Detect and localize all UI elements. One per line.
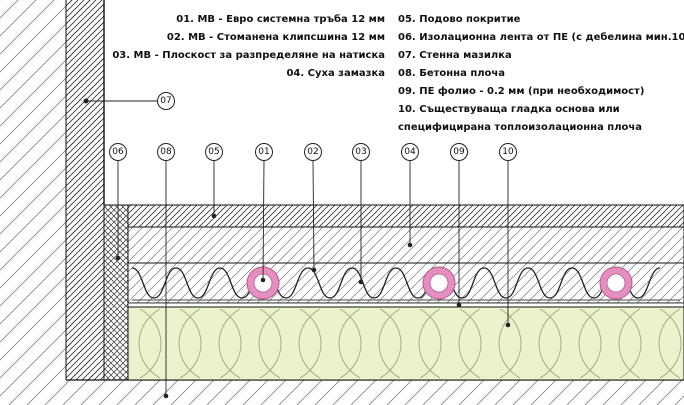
legend-item-08: 08. Бетонна плоча bbox=[398, 68, 505, 79]
callout-label: 02 bbox=[307, 147, 318, 157]
callout-row: 06 08 05 01 02 03 04 09 10 bbox=[109, 143, 517, 399]
insulation-stroke bbox=[139, 308, 162, 379]
insulation-stroke bbox=[338, 308, 361, 379]
insulation-stroke bbox=[339, 308, 362, 379]
callout-07-label: 07 bbox=[160, 96, 171, 106]
insulation-stroke bbox=[618, 308, 641, 379]
insulation-stroke bbox=[378, 308, 401, 379]
wall-plaster bbox=[66, 0, 104, 380]
concrete-slab bbox=[0, 380, 684, 405]
callout-bubble bbox=[352, 143, 370, 161]
legend-item-10-cont: специфицирана топлоизолационна плоча bbox=[398, 121, 642, 133]
insulation-stroke bbox=[619, 308, 642, 379]
callout-label: 01 bbox=[258, 147, 269, 157]
insulation-stroke bbox=[218, 308, 241, 379]
insulation-stroke bbox=[659, 308, 682, 379]
legend-item-07: 07. Стенна мазилка bbox=[398, 50, 512, 61]
floor-covering-layer bbox=[127, 204, 684, 228]
callout-07: 07 bbox=[83, 92, 175, 110]
callout-dot bbox=[260, 277, 266, 283]
callout-bubble bbox=[109, 143, 127, 161]
insulation-stroke bbox=[418, 308, 441, 379]
insulation-stroke bbox=[539, 308, 562, 379]
pe-foil-layer bbox=[127, 302, 684, 308]
callout-label: 09 bbox=[453, 147, 465, 157]
insulation-stroke bbox=[299, 308, 322, 379]
callout-label: 03 bbox=[355, 147, 366, 157]
callout-dot bbox=[407, 242, 413, 248]
insulation-pattern bbox=[138, 308, 682, 379]
edge-insulation-strip bbox=[103, 204, 129, 381]
insulation-stroke bbox=[579, 308, 602, 379]
insulation-stroke bbox=[219, 308, 242, 379]
insulation-stroke bbox=[138, 308, 161, 379]
insulation-stroke bbox=[538, 308, 561, 379]
legend-item-06: 06. Изолационна лента от ПЕ (с дебелина … bbox=[398, 31, 684, 43]
legend-item-01: 01. MB - Евро системна тръба 12 мм bbox=[176, 13, 385, 25]
pipe-3-inner bbox=[606, 273, 626, 293]
callout-leader bbox=[312, 160, 315, 271]
callout-dot bbox=[358, 279, 364, 285]
callout-leader bbox=[262, 160, 265, 281]
callout-label: 08 bbox=[160, 147, 172, 157]
insulation-stroke bbox=[459, 308, 482, 379]
insulation-stroke bbox=[379, 308, 402, 379]
callout-label: 10 bbox=[502, 147, 514, 157]
callout-bubble bbox=[157, 143, 175, 161]
callout-label: 05 bbox=[208, 147, 219, 157]
legend-item-02: 02. MB - Стоманена клипсшина 12 мм bbox=[167, 32, 385, 43]
callout-dot bbox=[311, 267, 317, 273]
callout-label: 06 bbox=[112, 147, 124, 157]
callout-dot bbox=[211, 213, 217, 219]
legend-item-10: 10. Съществуваща гладка основа или bbox=[398, 104, 620, 115]
insulation-stroke bbox=[419, 308, 442, 379]
callout-dot bbox=[456, 302, 462, 308]
insulation-board-layer bbox=[127, 306, 684, 381]
callout-bubble bbox=[205, 143, 223, 161]
insulation-stroke bbox=[259, 308, 282, 379]
callout-dot bbox=[163, 393, 169, 399]
legend-item-03: 03. MB - Плоскост за разпределяне на нат… bbox=[112, 50, 385, 61]
insulation-stroke bbox=[578, 308, 601, 379]
insulation-stroke bbox=[178, 308, 201, 379]
insulation-stroke bbox=[298, 308, 321, 379]
legend-item-09: 09. ПЕ фолио - 0.2 мм (при необходимост) bbox=[398, 85, 644, 97]
callout-dot bbox=[505, 322, 511, 328]
legend-item-04: 04. Суха замазка bbox=[286, 68, 385, 79]
insulation-stroke bbox=[658, 308, 681, 379]
dry-screed-layer bbox=[127, 226, 684, 264]
legend-left: 01. MB - Евро системна тръба 12 мм 02. M… bbox=[112, 13, 385, 79]
pipe-layer bbox=[127, 262, 684, 304]
callout-bubble bbox=[255, 143, 273, 161]
pipe-group bbox=[246, 266, 633, 300]
callout-bubble bbox=[401, 143, 419, 161]
legend-item-05: 05. Подово покритие bbox=[398, 14, 521, 25]
insulation-stroke bbox=[498, 308, 521, 379]
insulation-stroke bbox=[458, 308, 481, 379]
callout-label: 04 bbox=[404, 147, 416, 157]
callout-bubble bbox=[304, 143, 322, 161]
callout-bubble bbox=[499, 143, 517, 161]
callout-bubble bbox=[450, 143, 468, 161]
pressure-plate-profile bbox=[131, 267, 661, 299]
callout-dot bbox=[115, 255, 121, 261]
insulation-stroke bbox=[258, 308, 281, 379]
insulation-stroke bbox=[179, 308, 202, 379]
legend-right: 05. Подово покритие 06. Изолационна лент… bbox=[398, 14, 684, 133]
pipe-2-inner bbox=[429, 273, 449, 293]
